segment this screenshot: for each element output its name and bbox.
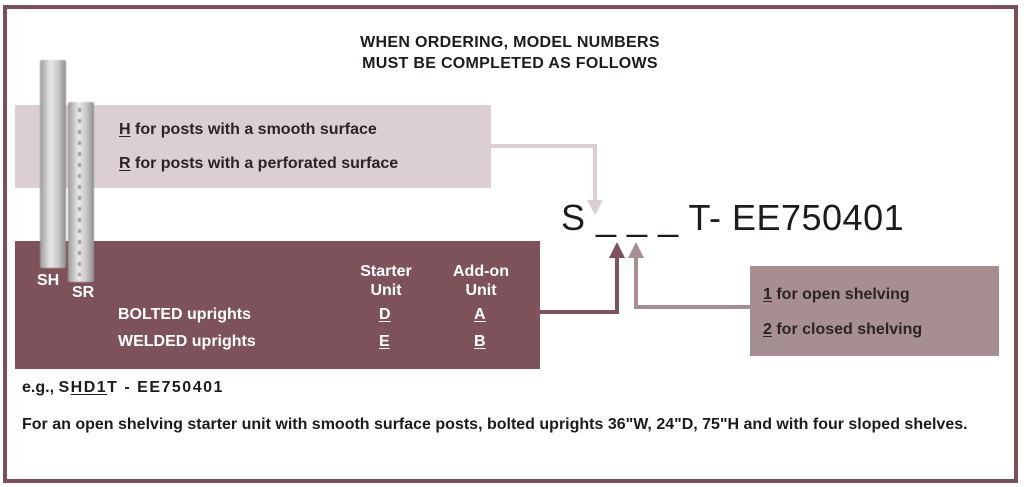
title-line-1: WHEN ORDERING, MODEL NUMBERS [360, 34, 660, 51]
surface-text-perforated: for posts with a perforated surface [130, 155, 399, 172]
post-label-sh: SH [37, 272, 60, 289]
welded-addon-code: B [474, 333, 486, 350]
surface-code-h: H [119, 121, 131, 138]
example-part-rest: T - EE750401 [107, 379, 224, 396]
bolted-starter-code: D [379, 306, 391, 323]
shelving-code-2: 2 [763, 321, 772, 338]
shelving-option-open: 1 for open shelving [763, 286, 910, 304]
perforated-post-image [68, 102, 94, 282]
post-label-sr: SR [72, 284, 95, 301]
column-header-starter-line2: Unit [370, 282, 402, 299]
smooth-post-image [40, 60, 66, 268]
unit-connector-line [540, 254, 619, 314]
shelving-options-box [750, 266, 999, 356]
model-number-template: S _ _ _ T- EE750401 [561, 198, 904, 238]
row-label-bolted: BOLTED uprights [118, 306, 252, 323]
column-header-starter-line1: Starter [360, 263, 412, 280]
surface-text-smooth: for posts with a smooth surface [130, 121, 377, 138]
surface-code-r: R [119, 155, 131, 172]
unit-type-box [15, 241, 540, 369]
example-lead: e.g., [22, 379, 59, 396]
example-description: For an open shelving starter unit with s… [22, 416, 968, 433]
column-header-addon-line1: Add-on [453, 263, 509, 280]
row-label-welded: WELDED uprights [118, 333, 256, 350]
surface-options-box [15, 105, 491, 188]
shelving-arrow-head [628, 242, 644, 258]
example-part-1: 1 [96, 379, 108, 396]
column-header-addon: Add-on Unit [441, 262, 521, 300]
diagram-title: WHEN ORDERING, MODEL NUMBERS MUST BE COM… [0, 32, 1020, 74]
unit-arrow-head [609, 242, 625, 258]
shelving-code-1: 1 [763, 286, 772, 303]
surface-option-smooth: H for posts with a smooth surface [119, 121, 377, 139]
surface-connector-line [491, 144, 597, 203]
model-suffix: T- EE750401 [688, 197, 905, 238]
example-part-h: H [70, 379, 84, 396]
surface-option-perforated: R for posts with a perforated surface [119, 155, 398, 173]
example-code: SHD1T - EE750401 [58, 379, 223, 396]
title-line-2: MUST BE COMPLETED AS FOLLOWS [362, 55, 658, 72]
column-header-starter: Starter Unit [349, 262, 423, 300]
shelving-text-open: for open shelving [771, 286, 910, 303]
example-part-d: D [83, 379, 97, 396]
shelving-option-closed: 2 for closed shelving [763, 321, 922, 339]
example-model: e.g., SHD1T - EE750401 [22, 379, 224, 397]
column-header-addon-line2: Unit [465, 282, 497, 299]
bolted-addon-code: A [474, 306, 486, 323]
model-blanks: _ _ _ [596, 197, 679, 238]
surface-arrow-head [587, 200, 603, 215]
shelving-connector-line [634, 254, 750, 309]
model-prefix: S [561, 197, 586, 238]
example-part-s: S [58, 379, 71, 396]
welded-starter-code: E [379, 333, 390, 350]
shelving-text-closed: for closed shelving [771, 321, 923, 338]
